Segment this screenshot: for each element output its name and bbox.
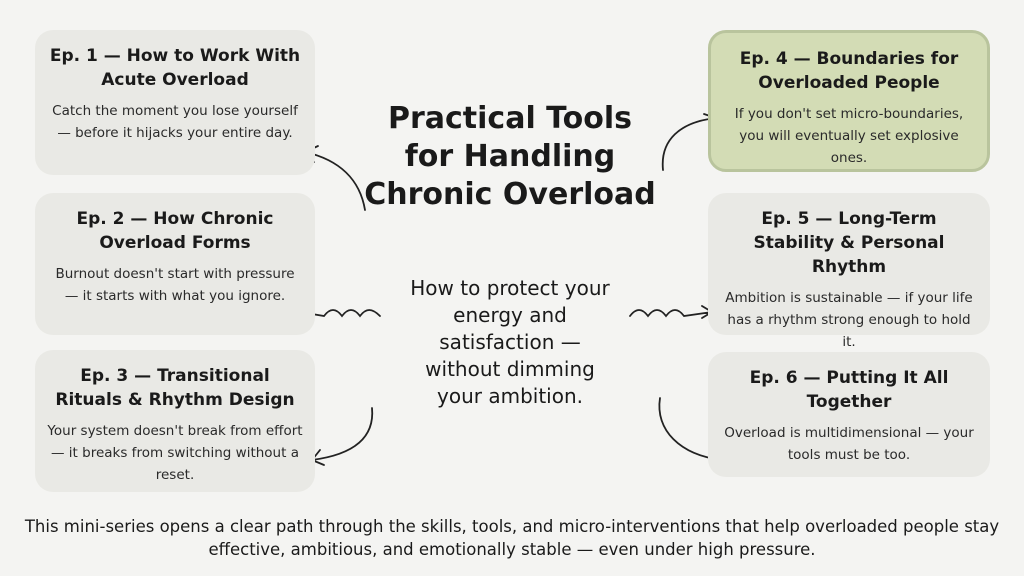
episode-title: Ep. 1 — How to Work With Acute Overload [49,46,301,90]
episode-card-5: Ep. 5 — Long-Term Stability & Personal R… [708,193,990,350]
episode-title: Ep. 6 — Putting It All Together [749,368,949,412]
episode-card-3: Ep. 3 — Transitional Rituals & Rhythm De… [35,350,315,492]
episode-card-4: Ep. 4 — Boundaries for Overloaded People… [708,30,990,172]
main-title: Practical Tools for Handling Chronic Ove… [364,101,656,212]
arrow-to-ep3 [311,407,373,466]
footer-description: This mini-series opens a clear path thro… [24,517,1000,559]
episode-text: Overload is multidimensional — your tool… [724,425,974,463]
episode-text: Your system doesn't break from effort — … [47,423,303,483]
episode-text: Catch the moment you lose yourself — bef… [52,103,298,141]
episode-title: Ep. 4 — Boundaries for Overloaded People [739,49,959,93]
arrow-to-ep5 [629,305,713,319]
episode-card-6: Ep. 6 — Putting It All Together Overload… [708,352,990,477]
episode-title: Ep. 2 — How Chronic Overload Forms [76,209,274,253]
episode-text: Ambition is sustainable — if your life h… [725,290,973,350]
episode-card-1: Ep. 1 — How to Work With Acute Overload … [35,30,315,175]
episode-title: Ep. 3 — Transitional Rituals & Rhythm De… [55,366,295,410]
subtitle: How to protect your energy and satisfact… [410,276,610,408]
episode-text: Burnout doesn't start with pressure — it… [55,266,295,304]
episode-title: Ep. 5 — Long-Term Stability & Personal R… [753,209,945,277]
episode-card-2: Ep. 2 — How Chronic Overload Forms Burno… [35,193,315,335]
episode-text: If you don't set micro-boundaries, you w… [734,106,964,166]
